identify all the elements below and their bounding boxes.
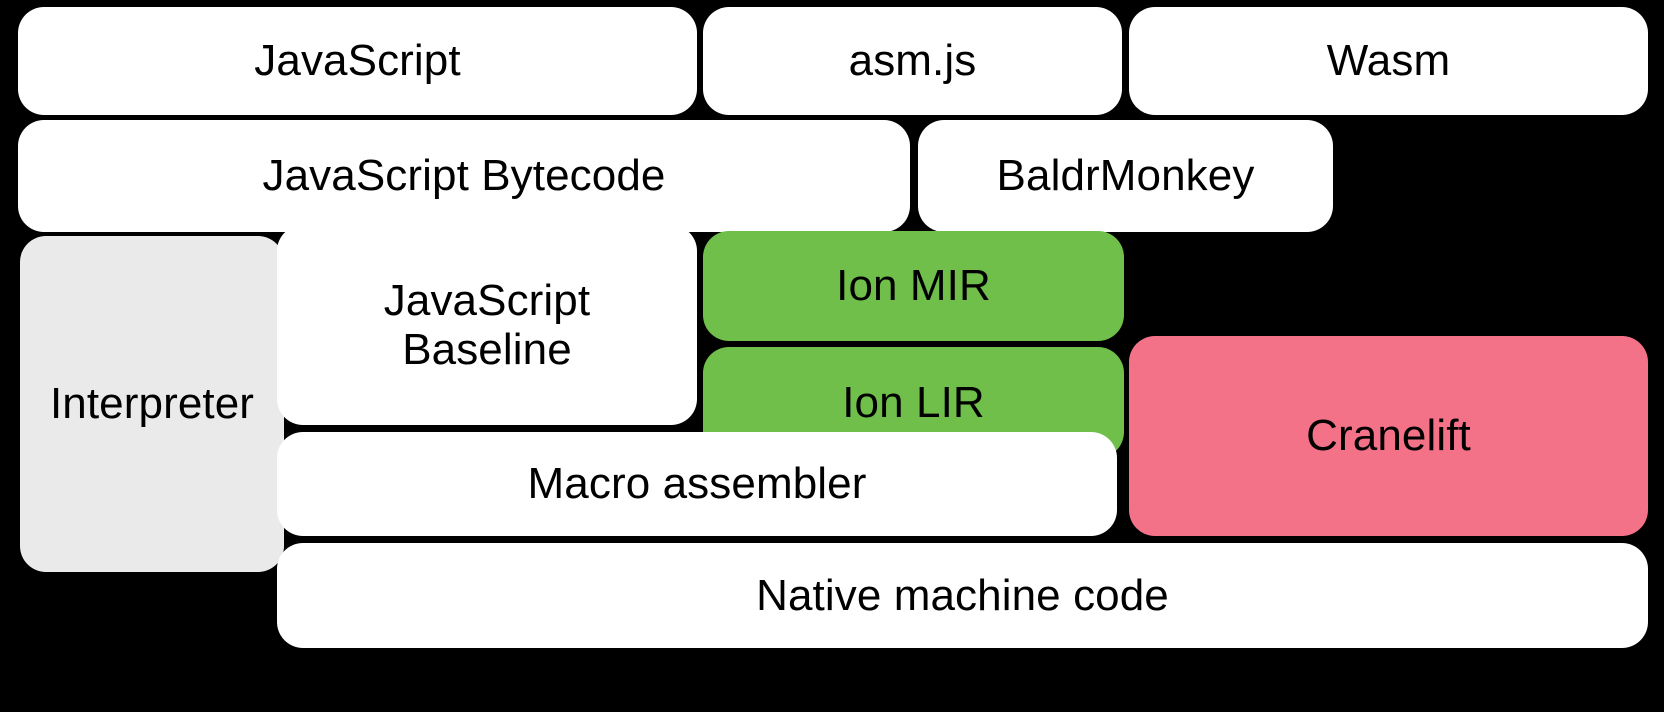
node-baldrmonkey: BaldrMonkey: [918, 120, 1333, 232]
node-label: Ion LIR: [842, 377, 985, 427]
node-label: Ion MIR: [836, 261, 991, 311]
node-label: BaldrMonkey: [996, 151, 1255, 201]
node-javascript-baseline: JavaScript Baseline: [277, 225, 697, 425]
node-label: JavaScript Bytecode: [262, 151, 666, 201]
node-asm-js: asm.js: [703, 7, 1122, 115]
node-interpreter: Interpreter: [20, 236, 284, 572]
node-label: Native machine code: [756, 570, 1169, 620]
node-cranelift: Cranelift: [1129, 336, 1648, 536]
node-label: JavaScript Baseline: [383, 275, 591, 374]
node-label: asm.js: [848, 36, 977, 86]
node-macro-assembler: Macro assembler: [277, 432, 1117, 536]
node-ion-mir: Ion MIR: [703, 231, 1124, 341]
node-label: Wasm: [1326, 36, 1451, 86]
node-label: Macro assembler: [527, 459, 867, 509]
node-wasm: Wasm: [1129, 7, 1648, 115]
node-label: Interpreter: [49, 379, 255, 429]
node-javascript: JavaScript: [18, 7, 697, 115]
node-javascript-bytecode: JavaScript Bytecode: [18, 120, 910, 232]
node-native-machine-code: Native machine code: [277, 543, 1648, 648]
node-label: Cranelift: [1306, 411, 1471, 461]
node-label: JavaScript: [254, 36, 461, 86]
